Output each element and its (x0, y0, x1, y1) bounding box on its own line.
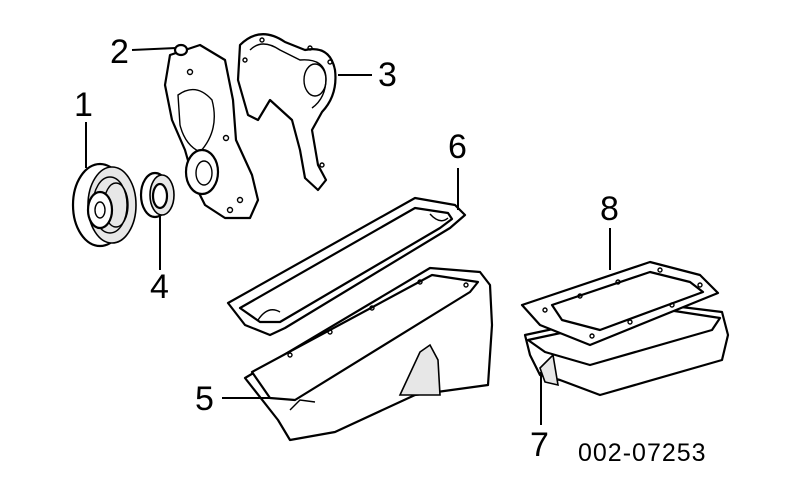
leader-lines (85, 47, 611, 425)
timing-cover-gasket (236, 33, 337, 192)
callout-3: 3 (378, 56, 397, 94)
reference-code: 002-07253 (578, 439, 707, 467)
callout-8: 8 (600, 190, 619, 228)
transmission-pan-gasket (520, 260, 720, 347)
callout-7: 7 (530, 426, 549, 464)
timing-cover (163, 43, 260, 220)
callout-6: 6 (448, 128, 467, 166)
timing-cover-seal (139, 171, 175, 219)
callout-2: 2 (110, 33, 129, 71)
callout-5: 5 (195, 380, 214, 418)
callout-1: 1 (74, 86, 93, 124)
crankshaft-pulley (71, 162, 137, 248)
oil-pan-gasket (226, 196, 467, 337)
callout-4: 4 (150, 268, 169, 306)
